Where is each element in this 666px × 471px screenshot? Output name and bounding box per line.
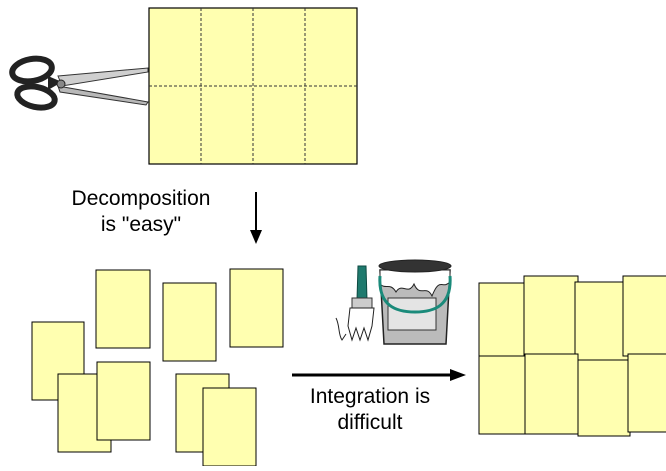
decomposition-label: Decomposition is "easy" [38, 186, 244, 238]
integration-label: Integration is difficult [280, 384, 460, 436]
decomposition-label-line-1: Decomposition [71, 187, 211, 210]
whole-sheet [148, 7, 358, 165]
cut-lines [149, 8, 357, 164]
integration-label-line-1: Integration is [309, 385, 431, 408]
scissors-icon [9, 55, 149, 111]
down-arrow [250, 192, 262, 244]
integration-label-line-2: difficult [337, 411, 403, 434]
paint-brush-icon [335, 265, 375, 342]
paint-bucket-icon [378, 259, 452, 345]
scattered-pieces [31, 268, 284, 467]
assembled-pieces [478, 275, 666, 437]
decomposition-label-line-2: is "easy" [100, 213, 182, 236]
right-arrow [292, 369, 466, 381]
